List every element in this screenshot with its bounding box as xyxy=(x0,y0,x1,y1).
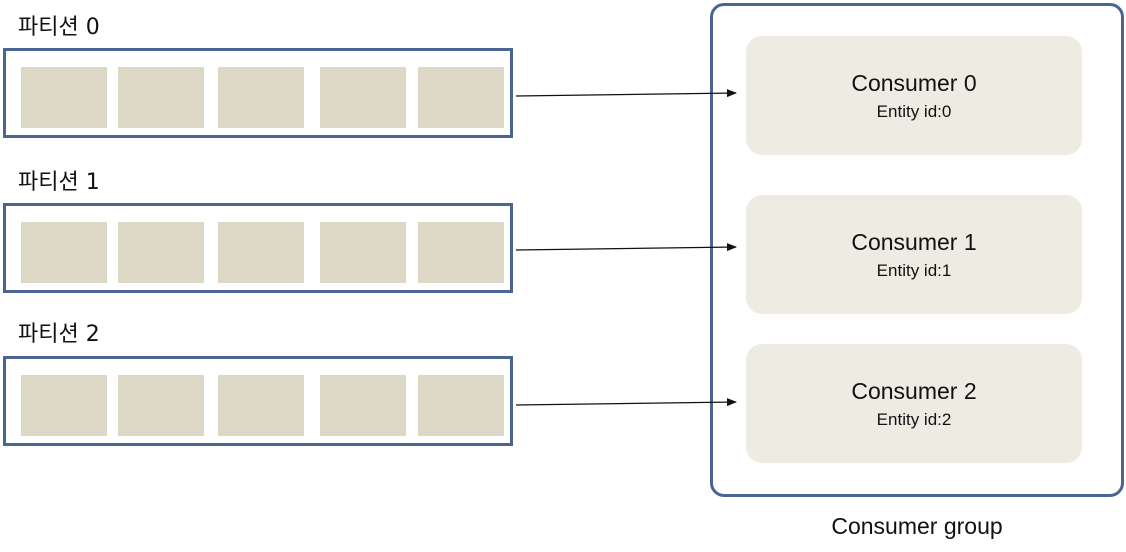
consumer-name: Consumer 0 xyxy=(851,69,977,96)
partition-label: 파티션 2 xyxy=(18,322,100,347)
record-block xyxy=(418,222,504,283)
consumer-entity-id: Entity id:0 xyxy=(876,101,952,121)
consumer-entity-id: Entity id:2 xyxy=(876,409,952,429)
consumer-group-box xyxy=(710,3,1124,497)
consumer-entity-id: Entity id:1 xyxy=(876,260,952,280)
record-block xyxy=(218,375,304,436)
record-block xyxy=(218,222,304,283)
record-block xyxy=(320,67,406,128)
consumer-card-2: Consumer 2 Entity id:2 xyxy=(746,344,1082,463)
arrow-partition-2-to-consumer-2 xyxy=(515,398,737,407)
record-block xyxy=(21,375,107,436)
arrow-partition-1-to-consumer-1 xyxy=(515,243,737,252)
partition-box xyxy=(3,203,513,293)
consumer-group-label: Consumer group xyxy=(831,513,1003,539)
record-block xyxy=(218,67,304,128)
consumer-name: Consumer 1 xyxy=(851,228,977,255)
consumer-card-0: Consumer 0 Entity id:0 xyxy=(746,36,1082,155)
record-block xyxy=(118,375,204,436)
consumer-card-1: Consumer 1 Entity id:1 xyxy=(746,195,1082,314)
partition-label: 파티션 0 xyxy=(18,15,100,40)
record-block xyxy=(418,67,504,128)
record-block xyxy=(118,67,204,128)
record-block xyxy=(21,67,107,128)
partition-label: 파티션 1 xyxy=(18,170,100,195)
record-block xyxy=(320,222,406,283)
record-block xyxy=(320,375,406,436)
arrow-partition-0-to-consumer-0 xyxy=(515,89,737,98)
partition-box xyxy=(3,48,513,138)
record-block xyxy=(418,375,504,436)
partition-box xyxy=(3,356,513,446)
record-block xyxy=(118,222,204,283)
record-block xyxy=(21,222,107,283)
consumer-name: Consumer 2 xyxy=(851,377,977,404)
